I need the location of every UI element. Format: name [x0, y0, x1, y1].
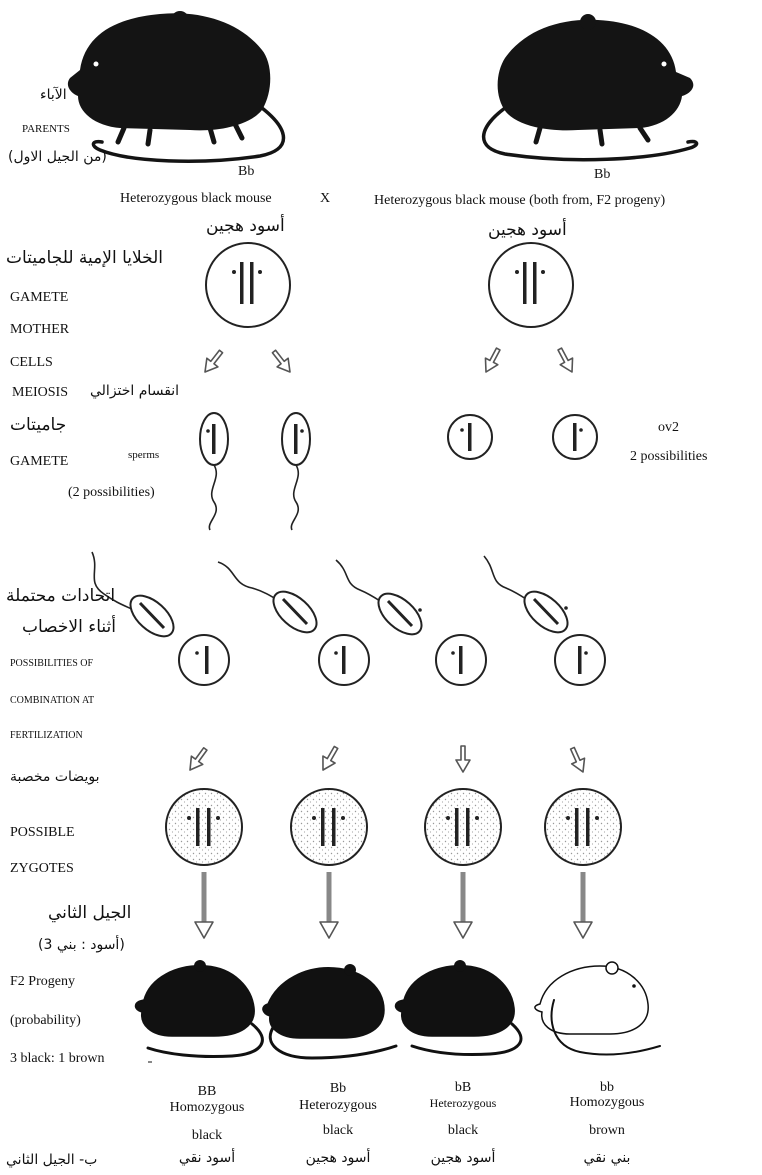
mother-cells-line1: GAMETE [10, 290, 69, 305]
offspring-3-color: black [447, 1123, 479, 1138]
mother-cells-line3: CELLS [10, 355, 53, 370]
combination-2 [217, 561, 370, 686]
parents-label-en: PARENTS [22, 123, 70, 135]
f2-mouse-bB [394, 960, 523, 1056]
right-parent-genotype: Bb [594, 167, 611, 182]
fertilization-line1: POSSIBILITIES OF [10, 658, 94, 669]
fertilization-line3: FERTILIZATION [10, 730, 83, 741]
parents-generation-ar: (من الجيل الاول) [8, 149, 107, 165]
ova-label: ov2 [658, 420, 679, 435]
f2-label-ar: الجيل الثاني [48, 903, 132, 923]
combination-4 [483, 555, 606, 686]
offspring-3-label-ar: أسود هجين [430, 1150, 496, 1166]
combination-3 [335, 559, 487, 686]
offspring-4-type: Homozygous [569, 1095, 645, 1110]
f2-ratio-ar: (3 أسود : بني) [38, 937, 125, 953]
f2-footer-ar: ب- الجيل الثاني [6, 1152, 98, 1168]
zygote-arrows [194, 871, 593, 939]
left-parent-genotype: Bb [238, 164, 255, 179]
zygote-2 [290, 788, 368, 866]
f2-line2: (probability) [10, 1013, 81, 1028]
offspring-1-label-ar: أسود نقي [178, 1150, 236, 1166]
fertilization-line2: COMBINATION AT [10, 695, 95, 706]
gametes-label-en: GAMETE [10, 454, 69, 469]
right-parent-description: Heterozygous black mouse (both from, F2 … [374, 193, 666, 208]
zygotes-line2: ZYGOTES [10, 861, 74, 876]
f2-line1: F2 Progeny [10, 974, 75, 989]
fertilization-label-ar-1: اتحادات محتملة [6, 586, 116, 606]
mother-cells-line2: MOTHER [10, 322, 70, 337]
f2-mouse-bb [534, 961, 661, 1056]
offspring-3-type: Heterozygous [429, 1096, 497, 1110]
mother-cell-left [205, 242, 291, 328]
zygote-1 [165, 788, 243, 866]
meiosis-label-ar: انقسام اختزالي [90, 383, 180, 399]
sperms-possibilities: (2 possibilities) [68, 485, 155, 500]
sperms-label: sperms [128, 449, 160, 461]
offspring-1-color: black [191, 1128, 223, 1143]
f2-line3: 3 black: 1 brown [10, 1051, 105, 1066]
ova-possibilities: 2 possibilities [630, 449, 708, 464]
ovum-1 [447, 414, 493, 460]
meiosis-label-en: MEIOSIS [12, 385, 69, 400]
zygotes-line1: POSSIBLE [10, 825, 75, 840]
offspring-4-label-ar: بني نقي [583, 1150, 631, 1166]
fertilization-label-ar-2: أثناء الاخصاب [22, 617, 117, 637]
zygotes-label-ar: بويضات مخصبة [10, 769, 100, 785]
sperm-2 [281, 412, 311, 531]
zygote-4 [544, 788, 622, 866]
offspring-4-genotype: bb [600, 1080, 614, 1095]
gametes-label-ar: جاميتات [10, 415, 67, 435]
mother-cell-right [488, 242, 574, 328]
parent-mouse-right [481, 14, 699, 162]
f2-mouse-BB [134, 960, 264, 1059]
combination-1 [91, 551, 230, 686]
parent-mouse-left [67, 11, 286, 163]
meiosis-arrows [198, 344, 579, 378]
offspring-3-genotype: bB [454, 1080, 472, 1095]
left-parent-label-ar: أسود هجين [206, 216, 285, 236]
sperm-1 [199, 412, 229, 531]
offspring-1-genotype: BB [197, 1084, 217, 1099]
offspring-1-type: Homozygous [169, 1100, 245, 1115]
offspring-2-label-ar: أسود هجين [305, 1150, 371, 1166]
offspring-2-type: Heterozygous [299, 1098, 377, 1113]
parents-label-ar: الآباء [40, 87, 67, 103]
offspring-2-color: black [322, 1123, 354, 1138]
left-parent-description: Heterozygous black mouse [120, 191, 272, 206]
offspring-2-genotype: Bb [329, 1081, 347, 1096]
right-parent-label-ar: أسود هجين [488, 220, 567, 240]
f2-mouse-Bb [262, 964, 398, 1060]
ovum-2 [552, 414, 598, 460]
offspring-4-color: brown [589, 1123, 625, 1138]
cross-symbol: X [320, 191, 331, 206]
fertilization-arrows [183, 743, 591, 776]
zygote-3 [424, 788, 502, 866]
mother-cells-label-ar: الخلايا الإمية للجاميتات [6, 248, 164, 268]
